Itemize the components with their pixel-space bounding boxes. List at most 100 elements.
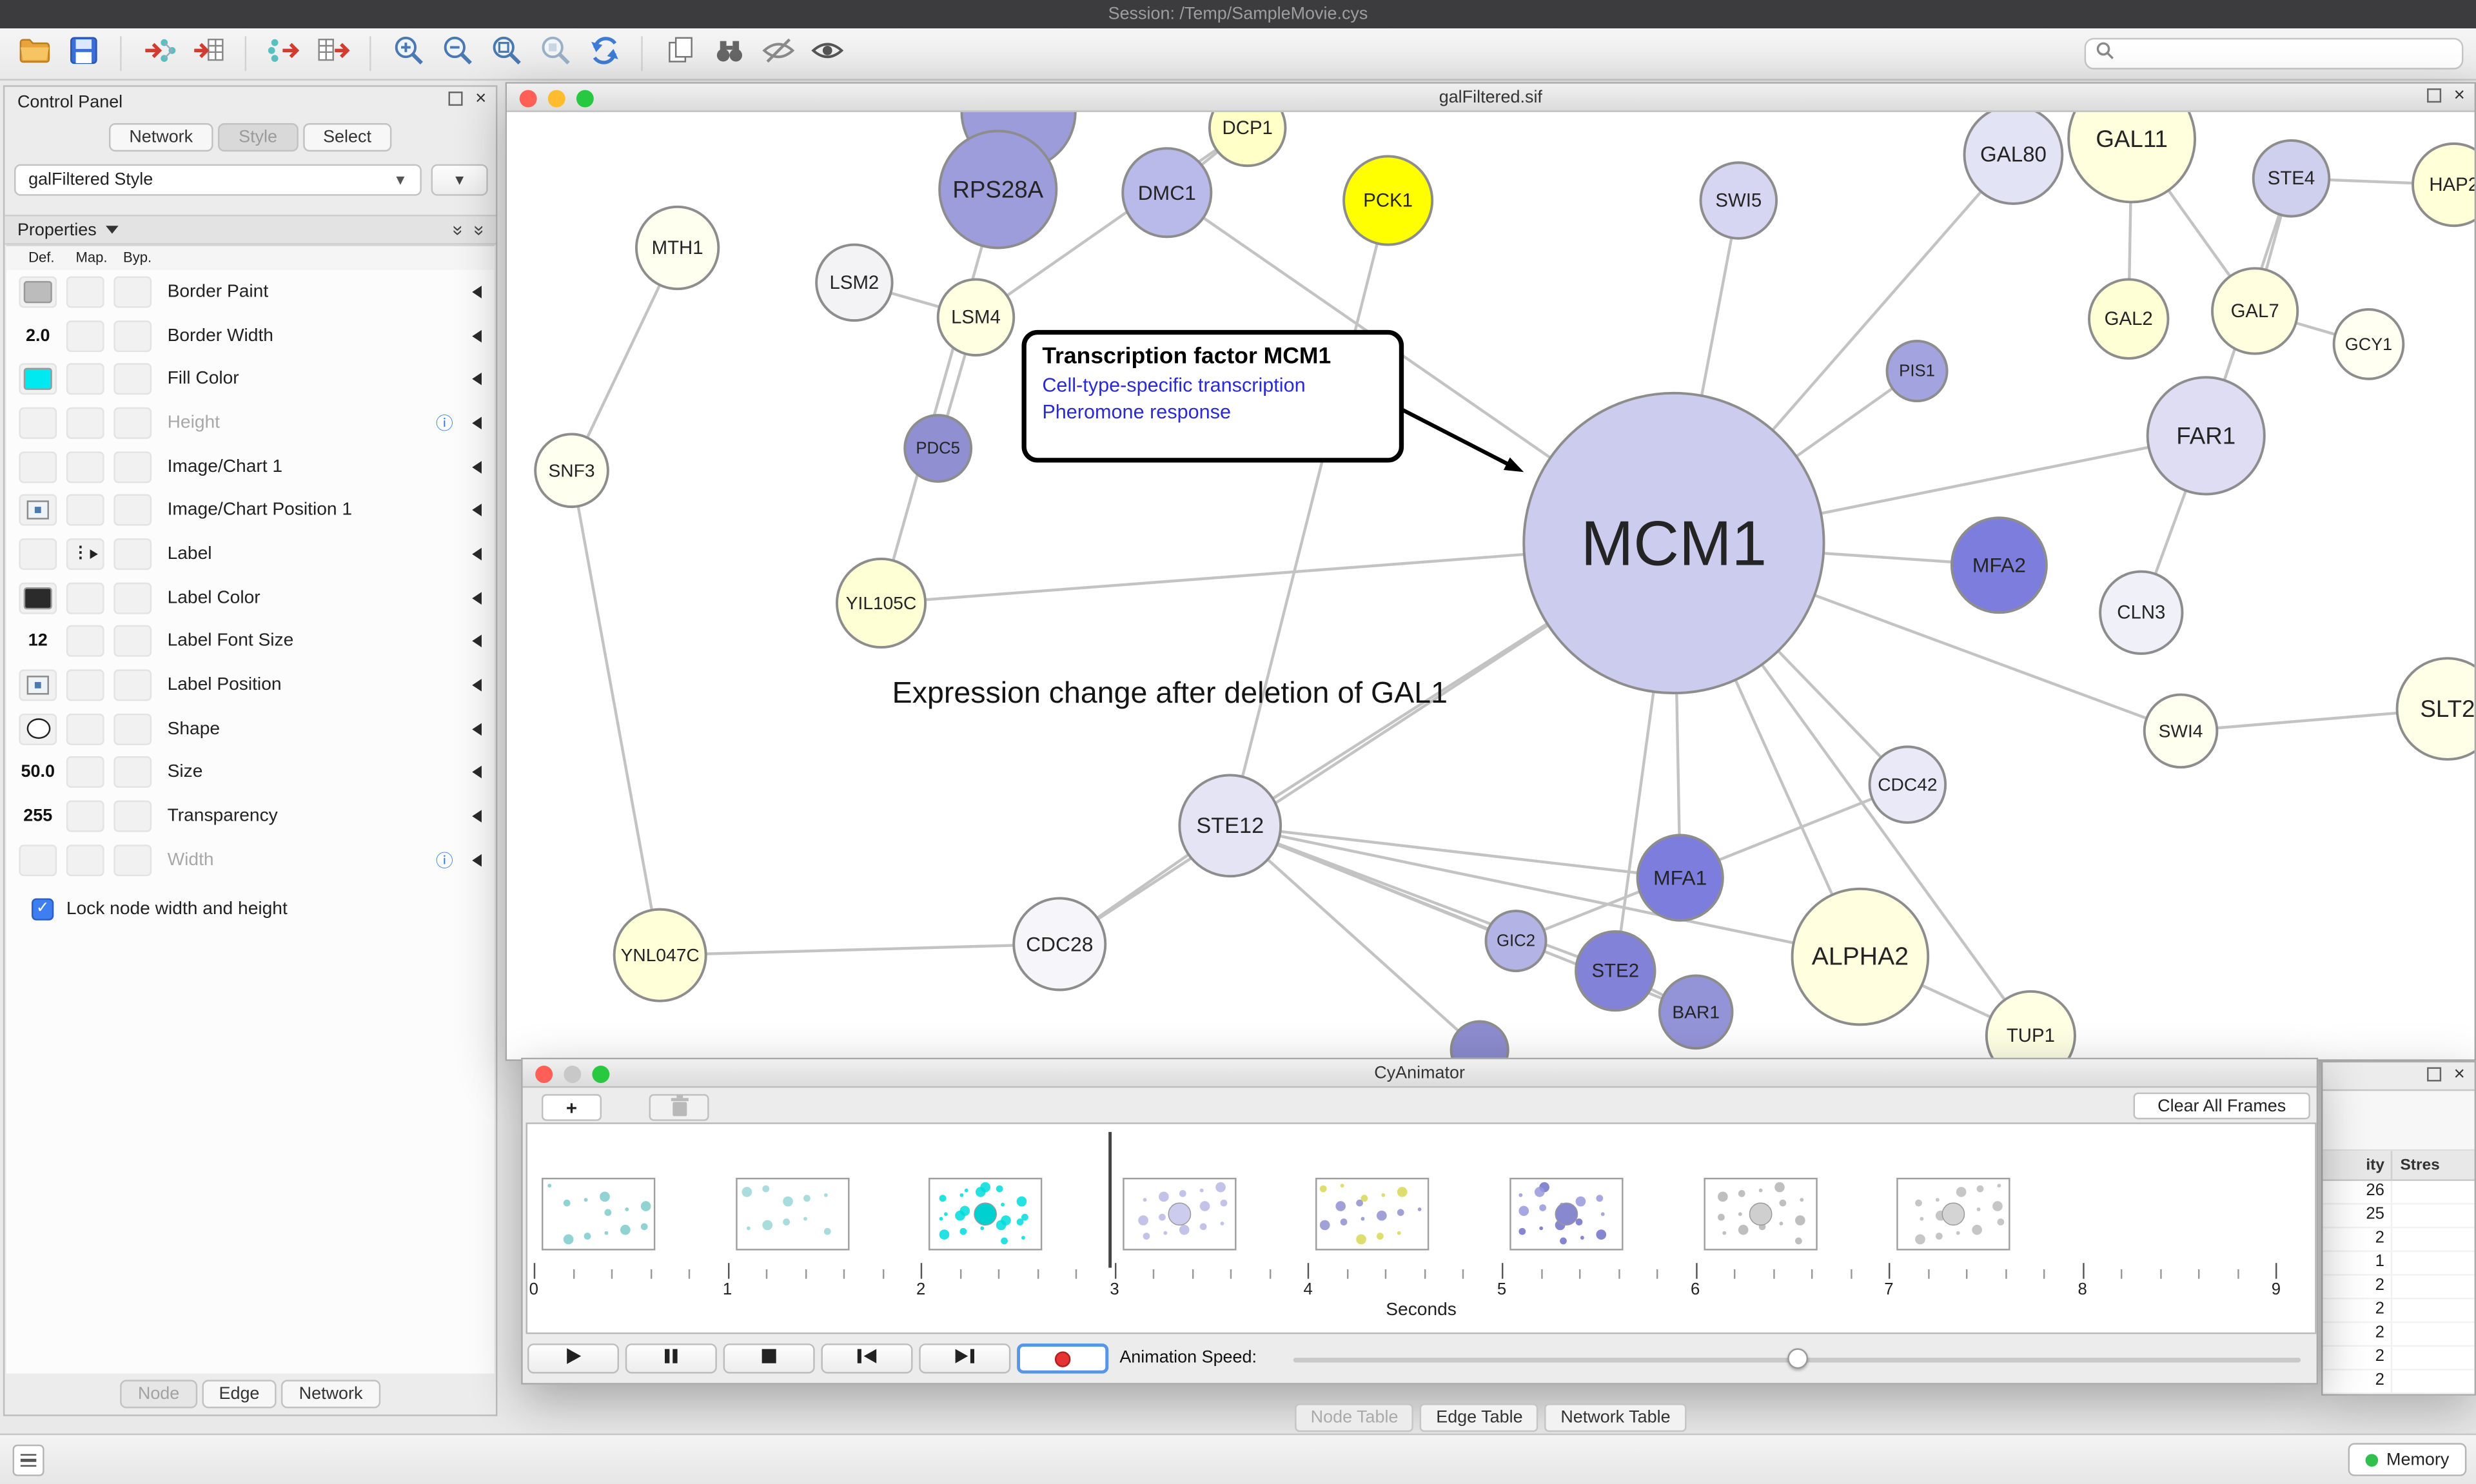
lock-dimensions-row[interactable]: ✓ Lock node width and height — [6, 897, 495, 920]
frame-thumbnail-3[interactable] — [928, 1177, 1043, 1251]
def-cell[interactable] — [19, 276, 57, 308]
play-button[interactable] — [527, 1343, 620, 1374]
def-cell[interactable]: 255 — [19, 800, 57, 832]
byp-cell[interactable] — [113, 669, 152, 701]
cyanimator-titlebar[interactable]: CyAnimator — [522, 1059, 2317, 1088]
table-cell[interactable]: 2 — [2323, 1228, 2393, 1251]
table-row[interactable]: 25 — [2323, 1204, 2475, 1229]
def-cell[interactable] — [19, 451, 57, 483]
tab-network-style[interactable]: Network — [281, 1380, 380, 1409]
style-options-button[interactable]: ▼ — [431, 164, 488, 196]
tab-node[interactable]: Node — [120, 1380, 197, 1409]
table-row[interactable]: 2 — [2323, 1275, 2475, 1300]
property-row-shape[interactable]: Shape — [6, 707, 495, 751]
network-node-YIL105C[interactable]: YIL105C — [836, 557, 927, 649]
table-cell[interactable]: 25 — [2323, 1204, 2393, 1227]
caption-annotation[interactable]: Expression change after deletion of GAL1 — [892, 677, 1448, 711]
expand-row-arrow[interactable] — [472, 547, 482, 561]
network-node-CLN3[interactable]: CLN3 — [2099, 570, 2184, 655]
expand-row-arrow[interactable] — [472, 285, 482, 298]
frame-thumbnail-2[interactable] — [735, 1177, 849, 1251]
byp-cell[interactable] — [113, 451, 152, 483]
annotation-link[interactable]: Pheromone response — [1042, 401, 1232, 424]
property-row-border-paint[interactable]: Border Paint — [6, 270, 495, 314]
def-cell[interactable] — [19, 669, 57, 701]
table-row[interactable]: 2 — [2323, 1346, 2475, 1371]
zoom-in-button[interactable] — [387, 32, 429, 75]
previous-frame-button[interactable] — [821, 1343, 913, 1374]
table-cell[interactable]: 2 — [2323, 1275, 2393, 1298]
frame-thumbnail-7[interactable] — [1703, 1177, 1817, 1251]
tab-style[interactable]: Style — [218, 123, 298, 152]
tab-edge[interactable]: Edge — [201, 1380, 277, 1409]
map-cell[interactable] — [66, 276, 104, 308]
network-node-MCM1[interactable]: MCM1 — [1522, 391, 1825, 695]
map-cell[interactable] — [66, 757, 104, 789]
zoom-fit-button[interactable] — [485, 32, 527, 75]
network-node-BAR1[interactable]: BAR1 — [1658, 974, 1734, 1050]
property-row-label-color[interactable]: Label Color — [6, 576, 495, 620]
property-row-fill-color[interactable]: Fill Color — [6, 357, 495, 401]
close-window-button[interactable] — [519, 89, 537, 107]
export-table-button[interactable] — [311, 32, 353, 75]
network-node-GAL7[interactable]: GAL7 — [2211, 267, 2299, 355]
annotation-link[interactable]: Cell-type-specific transcription — [1042, 374, 1306, 396]
memory-button[interactable]: Memory — [2348, 1443, 2467, 1476]
table-cell[interactable]: 26 — [2323, 1180, 2393, 1204]
byp-cell[interactable] — [113, 844, 152, 876]
network-edge[interactable] — [879, 189, 999, 604]
def-cell[interactable] — [19, 363, 57, 395]
tab-select[interactable]: Select — [302, 123, 392, 152]
close-window-button[interactable] — [535, 1064, 553, 1082]
expand-row-arrow[interactable] — [472, 591, 482, 605]
network-node-MFA2[interactable]: MFA2 — [1950, 516, 2048, 614]
search-input[interactable] — [2120, 44, 2453, 63]
map-cell[interactable]: ⋮ — [66, 538, 104, 571]
network-node-HAP2[interactable]: HAP2 — [2412, 142, 2475, 228]
expand-all-icon[interactable]: » — [446, 225, 469, 236]
expand-row-arrow[interactable] — [472, 766, 482, 779]
refresh-button[interactable] — [583, 32, 625, 75]
zoom-window-button[interactable] — [576, 89, 594, 107]
network-edge[interactable] — [1230, 824, 1680, 879]
network-node-GAL11[interactable]: GAL11 — [2067, 112, 2197, 204]
map-cell[interactable] — [66, 494, 104, 527]
expand-row-arrow[interactable] — [472, 416, 482, 429]
network-edge[interactable] — [660, 942, 1060, 957]
property-row-image-chart-1[interactable]: Image/Chart 1 — [6, 445, 495, 489]
frame-thumbnail-1[interactable] — [542, 1177, 656, 1251]
table-panel-titlebar[interactable]: × — [2323, 1062, 2475, 1091]
byp-cell[interactable] — [113, 494, 152, 527]
task-history-button[interactable] — [12, 1444, 44, 1476]
network-node-DCP1[interactable]: DCP1 — [1208, 112, 1287, 168]
show-button[interactable] — [805, 32, 848, 75]
network-node-LSM4[interactable]: LSM4 — [936, 278, 1016, 356]
network-node-DMC1[interactable]: DMC1 — [1121, 147, 1213, 239]
stop-button[interactable] — [723, 1343, 815, 1374]
animation-speed-slider[interactable] — [1293, 1343, 2301, 1374]
def-cell[interactable] — [19, 844, 57, 876]
byp-cell[interactable] — [113, 800, 152, 832]
collapse-all-icon[interactable]: « — [467, 225, 489, 236]
network-node-LSM2[interactable]: LSM2 — [815, 243, 894, 322]
style-selector[interactable]: galFiltered Style ▼ — [14, 164, 422, 196]
map-cell[interactable] — [66, 800, 104, 832]
map-cell[interactable] — [66, 363, 104, 395]
network-node-GAL2[interactable]: GAL2 — [2088, 278, 2170, 360]
tab-network[interactable]: Network — [108, 123, 213, 152]
map-cell[interactable] — [66, 581, 104, 614]
network-node-SNF3[interactable]: SNF3 — [534, 433, 609, 509]
map-cell[interactable] — [66, 669, 104, 701]
network-node-STE12[interactable]: STE12 — [1178, 774, 1282, 878]
def-cell[interactable]: 2.0 — [19, 319, 57, 351]
byp-cell[interactable] — [113, 713, 152, 745]
def-cell[interactable]: 12 — [19, 625, 57, 658]
zoom-out-button[interactable] — [436, 32, 478, 75]
expand-row-arrow[interactable] — [472, 635, 482, 648]
map-cell[interactable] — [66, 319, 104, 351]
expand-row-arrow[interactable] — [472, 679, 482, 692]
